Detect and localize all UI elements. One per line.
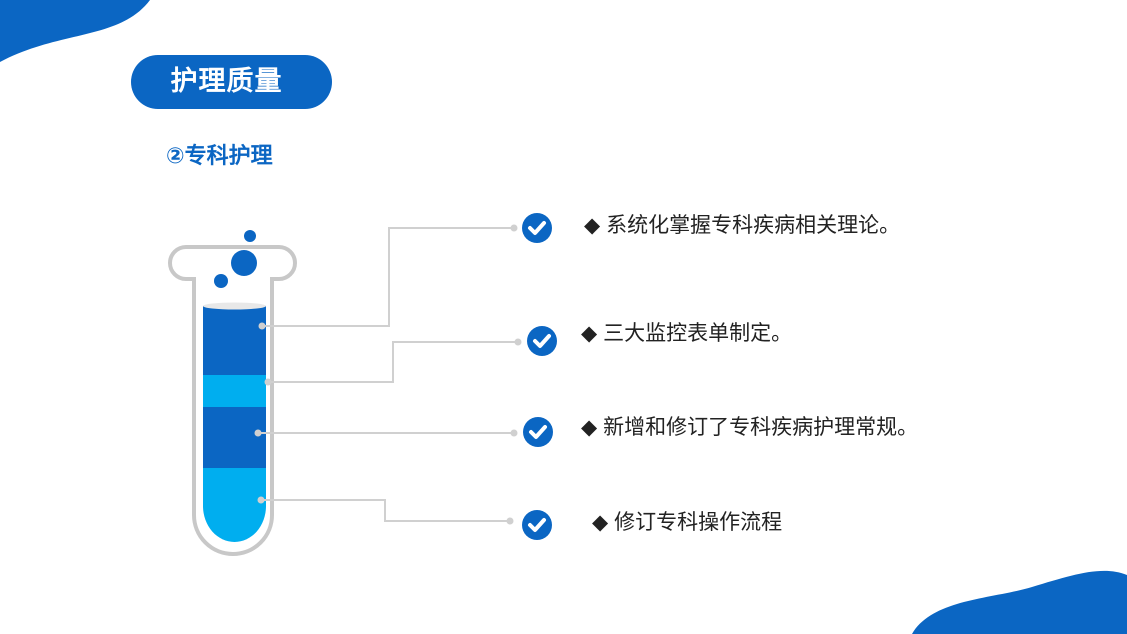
diamond-bullet: ◆ [592, 510, 609, 534]
tube-liquid [203, 306, 266, 542]
connector-2 [268, 341, 518, 383]
list-item: ◆修订专科操作流程 [592, 507, 782, 537]
connector-dots [254, 224, 522, 525]
liquid-layer-3 [203, 407, 266, 468]
list-item: ◆系统化掌握专科疾病相关理论。 [584, 210, 900, 240]
diamond-bullet: ◆ [581, 321, 598, 345]
liquid-surface [203, 302, 266, 310]
bubble-icon [214, 274, 228, 288]
list-item: ◆新增和修订了专科疾病护理常规。 [581, 412, 918, 442]
bubble-icon [244, 230, 256, 242]
connector-4 [261, 499, 510, 522]
check-circle-icon [527, 326, 557, 356]
connectors [258, 227, 518, 522]
list-item: ◆三大监控表单制定。 [581, 318, 792, 348]
connector-1 [262, 227, 514, 327]
list-item-text: 三大监控表单制定。 [603, 321, 793, 345]
check-circle-icon [523, 417, 553, 447]
diamond-bullet: ◆ [584, 213, 601, 237]
check-circle-icon [522, 213, 552, 243]
check-circle-icon [522, 510, 552, 540]
section-subtitle: ②专科护理 [166, 144, 273, 169]
liquid-layer-4 [203, 468, 266, 542]
liquid-layer-1 [203, 306, 266, 375]
corner-wave-top-left [0, 0, 150, 62]
diamond-bullet: ◆ [581, 415, 598, 439]
bubble-icon [231, 250, 257, 276]
liquid-layer-2 [203, 375, 266, 407]
corner-wave-bottom-right [912, 570, 1127, 634]
test-tube-icon [168, 245, 297, 556]
page-title: 护理质量 [131, 55, 332, 109]
list-item-text: 新增和修订了专科疾病护理常规。 [603, 415, 919, 439]
list-item-text: 系统化掌握专科疾病相关理论。 [606, 213, 901, 237]
list-item-text: 修订专科操作流程 [614, 510, 783, 534]
